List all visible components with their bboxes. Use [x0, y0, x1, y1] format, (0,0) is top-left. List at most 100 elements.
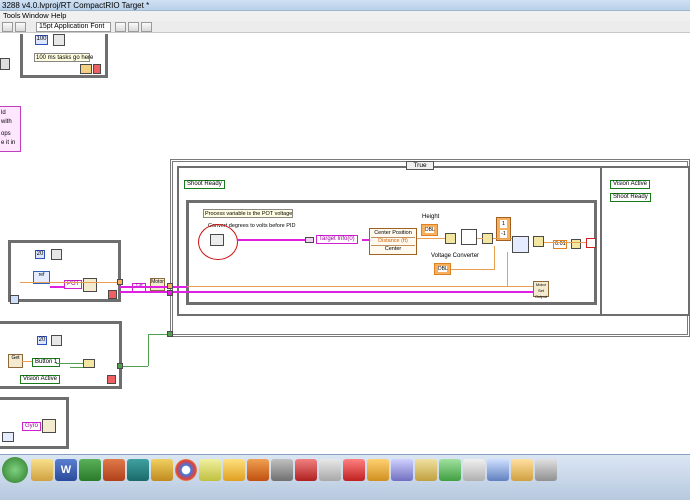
pot-wait-constant: 20 — [35, 250, 45, 259]
folder-icon[interactable] — [415, 459, 437, 481]
pot-tunnel — [117, 279, 123, 285]
pot-ref-icon: ref — [33, 271, 50, 284]
height-label: Height — [422, 214, 440, 220]
taskbar: W — [0, 454, 690, 500]
pot-loop[interactable] — [8, 240, 121, 302]
acrobat-icon[interactable] — [295, 459, 317, 481]
resize-icon[interactable] — [141, 22, 152, 32]
pot-read-icon — [83, 278, 97, 292]
height-control[interactable]: DBL — [421, 224, 438, 236]
abort-icon[interactable] — [15, 22, 26, 32]
word-icon[interactable]: W — [55, 459, 77, 481]
align-icon[interactable] — [115, 22, 126, 32]
gyro-ref-icon — [2, 432, 14, 442]
remote-icon[interactable] — [439, 459, 461, 481]
paint-icon[interactable] — [223, 459, 245, 481]
wire-voltage-up — [494, 246, 495, 270]
chrome-icon[interactable] — [175, 459, 197, 481]
comment-convert-degrees: Convert degrees to volts before PID — [208, 223, 296, 229]
labview2-icon[interactable] — [511, 459, 533, 481]
menu-tools[interactable]: Tools — [3, 11, 21, 20]
wire-or-up — [148, 334, 149, 366]
const-1: 1 — [500, 220, 507, 228]
case-selector-value: True — [413, 162, 427, 169]
note-line-3: ops — [1, 131, 11, 137]
unbundle-cluster: Center Position Distance (ft) Center — [369, 228, 417, 255]
excel-icon[interactable] — [79, 459, 101, 481]
outlook-icon[interactable] — [151, 459, 173, 481]
voltage-converter-control[interactable]: DBL — [434, 263, 451, 275]
misc-icon[interactable] — [487, 459, 509, 481]
menu-window[interactable]: Window — [22, 11, 49, 20]
explorer-icon[interactable] — [31, 459, 53, 481]
button-1-terminal: Button 1 — [32, 358, 61, 367]
font-selector[interactable]: 15pt Application Font — [36, 22, 111, 32]
greater-icon — [571, 239, 581, 249]
pot-wait-icon — [51, 249, 62, 260]
target-info-label: Target Info(0) — [316, 235, 358, 244]
vision-active-terminal: Vision Active — [20, 375, 60, 384]
wire-or-out — [120, 366, 148, 367]
wire-button — [56, 363, 83, 364]
button-stop-icon — [107, 375, 116, 384]
window-title-bar: 3288 v4.0.lvproj/RT CompactRIO Target * — [0, 0, 690, 11]
stop2-icon[interactable] — [535, 459, 557, 481]
motor-set-output-label: Motor Set Output — [534, 282, 547, 299]
index-icon — [305, 237, 314, 243]
case-selector[interactable]: True — [406, 161, 434, 170]
wire-convert-to-index — [237, 239, 305, 241]
note-box: ld with ops e it in — [0, 106, 21, 152]
gyro-read-icon — [42, 419, 56, 433]
cluster-distance: Distance (ft) — [371, 238, 415, 246]
get-label: Get — [11, 355, 20, 361]
stop-icon[interactable] — [343, 459, 365, 481]
cluster-center-position: Center Position — [371, 230, 415, 238]
height-dbl: DBL — [425, 227, 435, 233]
case-divider — [600, 166, 602, 316]
start-icon[interactable] — [2, 457, 28, 483]
vi-icon[interactable] — [367, 459, 389, 481]
wait-ms-icon — [53, 34, 65, 46]
wire-pid-out — [544, 242, 586, 243]
select-icon — [586, 238, 596, 248]
distribute-icon[interactable] — [128, 22, 139, 32]
button-wait-icon — [51, 335, 62, 346]
firefox-icon[interactable] — [247, 459, 269, 481]
powerpoint-icon[interactable] — [103, 459, 125, 481]
wire-atan — [477, 238, 483, 239]
loop-condition-icon — [93, 64, 101, 74]
wire-voltage — [451, 269, 495, 270]
pot-label: POT — [64, 280, 83, 289]
wire-motor-in — [120, 291, 187, 293]
wire-pot-ref — [50, 286, 64, 288]
gimp-icon[interactable] — [271, 459, 293, 481]
wire-distance — [417, 238, 445, 239]
gyro-label: Gyro — [22, 422, 42, 431]
window-title: 3288 v4.0.lvproj/RT CompactRIO Target * — [2, 1, 150, 10]
motor-set-output-icon: Motor Set Output — [533, 281, 549, 299]
wire-or-loop — [148, 334, 170, 335]
wire-to-pid — [493, 238, 512, 239]
tunnel-3 — [167, 331, 173, 337]
find-icon[interactable] — [463, 459, 485, 481]
button-tunnel — [117, 363, 123, 369]
wire-tilt-in — [120, 286, 187, 288]
comment-process-variable: Process variable is the POT voltage — [203, 209, 293, 218]
note-line-4: e it in — [1, 140, 16, 146]
labview-icon[interactable] — [199, 459, 221, 481]
run-icon[interactable] — [2, 22, 13, 32]
pot-stop-icon — [108, 290, 117, 299]
wire-pot-loop — [20, 282, 120, 283]
note-line-1: ld — [1, 110, 6, 116]
red-annotation-circle — [198, 224, 238, 260]
cam-icon[interactable] — [391, 459, 413, 481]
block-diagram[interactable]: 100 100 ms tasks go here ld with ops e i… — [0, 34, 690, 454]
atan-icon — [461, 229, 477, 245]
ni-icon[interactable] — [319, 459, 341, 481]
vision-active-right-terminal: Vision Active — [610, 180, 650, 189]
wire-motor-ref — [187, 291, 533, 293]
divide-icon — [445, 233, 456, 244]
menu-help[interactable]: Help — [51, 11, 67, 20]
pot-iteration-icon — [10, 295, 19, 304]
publisher-icon[interactable] — [127, 459, 149, 481]
